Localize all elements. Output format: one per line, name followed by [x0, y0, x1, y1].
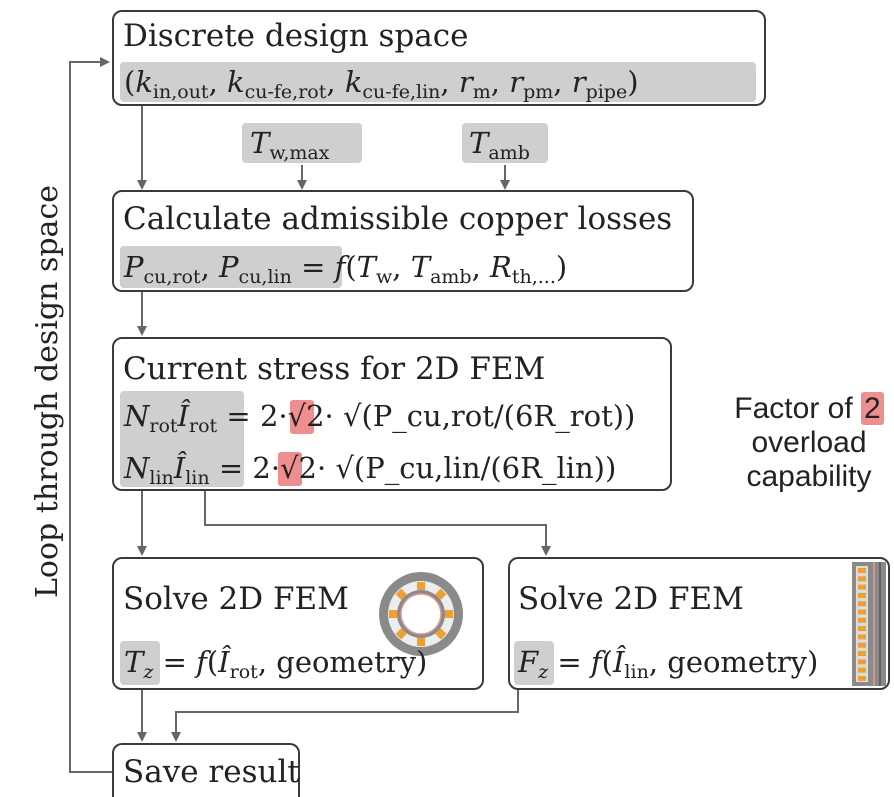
fem-rot-box: Solve 2D FEM Tz = f(Îrot, geometry) — [112, 557, 484, 690]
copper-losses-lhs-highlight — [120, 246, 342, 288]
stator-slot — [858, 568, 866, 573]
stator-slot — [858, 609, 866, 615]
stator-slot — [858, 617, 866, 623]
factor-note: Factor of 2 overload capability — [734, 392, 884, 494]
save-result-box: Save result — [112, 743, 300, 797]
factor-highlight-lin — [278, 452, 302, 486]
fem-lin-box: Solve 2D FEM Fz = f(Îlin, geometry) — [508, 557, 890, 690]
factor-note-line2: overload — [751, 426, 867, 459]
rotor-magnet — [445, 610, 453, 618]
design-space-params-highlight — [120, 62, 756, 102]
stator-slot — [858, 584, 866, 590]
rotor-magnet — [389, 610, 397, 618]
fem-rot-equation: Tz = f(Îrot, geometry) — [124, 645, 428, 683]
factor-rot: 2 — [259, 399, 279, 433]
stator-slot — [858, 576, 866, 582]
stator-slot — [858, 634, 866, 640]
current-eq-rot-rhs: ·√2· √(P_cu,rot/(6R_rot)) — [278, 399, 636, 433]
t-amb-input-tag — [462, 123, 548, 163]
fem-rot-lhs-highlight — [120, 641, 160, 685]
t-amb-input: Tamb — [469, 126, 530, 164]
copper-losses-title: Calculate admissible copper losses — [123, 201, 673, 237]
stator-slot — [858, 675, 866, 681]
factor-note-line1: Factor of 2 — [734, 392, 884, 426]
design-space-params: (kin,out, kcu-fe,rot, kcu-fe,lin, rm, rp… — [124, 65, 639, 103]
stator-slot — [858, 601, 866, 607]
tw-max-input-tag — [242, 123, 362, 163]
rotary-machine-icon — [379, 572, 463, 656]
rotor-magnet — [417, 638, 425, 646]
linear-machine-icon — [852, 562, 886, 686]
copper-losses-equation: Pcu,rot, Pcu,lin = f(Tw, Tamb, Rth,...) — [124, 250, 568, 288]
stator-slot — [858, 667, 866, 673]
tw-max-input: Tw,max — [250, 126, 330, 164]
fem-lin-equation: Fz = f(Îlin, geometry) — [518, 645, 819, 683]
fem-lin-title: Solve 2D FEM — [518, 581, 744, 617]
arrow-loop-back — [69, 57, 112, 773]
rotor-magnet — [417, 582, 425, 590]
fem-lin-lhs-highlight — [514, 641, 554, 685]
stator-slot — [858, 626, 866, 632]
stator-slot — [858, 592, 866, 598]
current-eq-lin: NlinÎlin = 2·√2· √(P_cu,lin/(6R_lin)) — [124, 451, 617, 489]
loop-label: Loop through design space — [30, 185, 65, 598]
factor-note-value: 2 — [861, 392, 884, 425]
stator-slot — [858, 659, 866, 665]
stator-slot — [858, 651, 866, 656]
current-stress-title: Current stress for 2D FEM — [123, 351, 546, 387]
current-eq-lin-rhs: ·√2· √(P_cu,lin/(6R_lin)) — [270, 451, 617, 485]
copper-losses-box: Calculate admissible copper losses Pcu,r… — [112, 190, 694, 292]
fem-rot-title: Solve 2D FEM — [123, 581, 349, 617]
stator-slot — [858, 642, 866, 648]
factor-note-line3: capability — [746, 460, 872, 493]
arrow-fem-lin-to-save — [171, 688, 519, 742]
factor-highlight-rot — [290, 400, 314, 434]
current-eq-rot: NrotÎrot = 2·√2· √(P_cu,rot/(6R_rot)) — [124, 399, 636, 437]
arrow-current-to-fem-lin — [204, 488, 551, 556]
factor-lin: 2 — [252, 451, 271, 485]
save-result-title: Save result — [123, 754, 300, 790]
current-stress-lhs-highlight — [120, 391, 244, 487]
design-space-title: Discrete design space — [123, 18, 469, 54]
current-stress-box: Current stress for 2D FEM NrotÎrot = 2·√… — [112, 337, 672, 491]
design-space-box: Discrete design space (kin,out, kcu-fe,r… — [112, 10, 766, 106]
